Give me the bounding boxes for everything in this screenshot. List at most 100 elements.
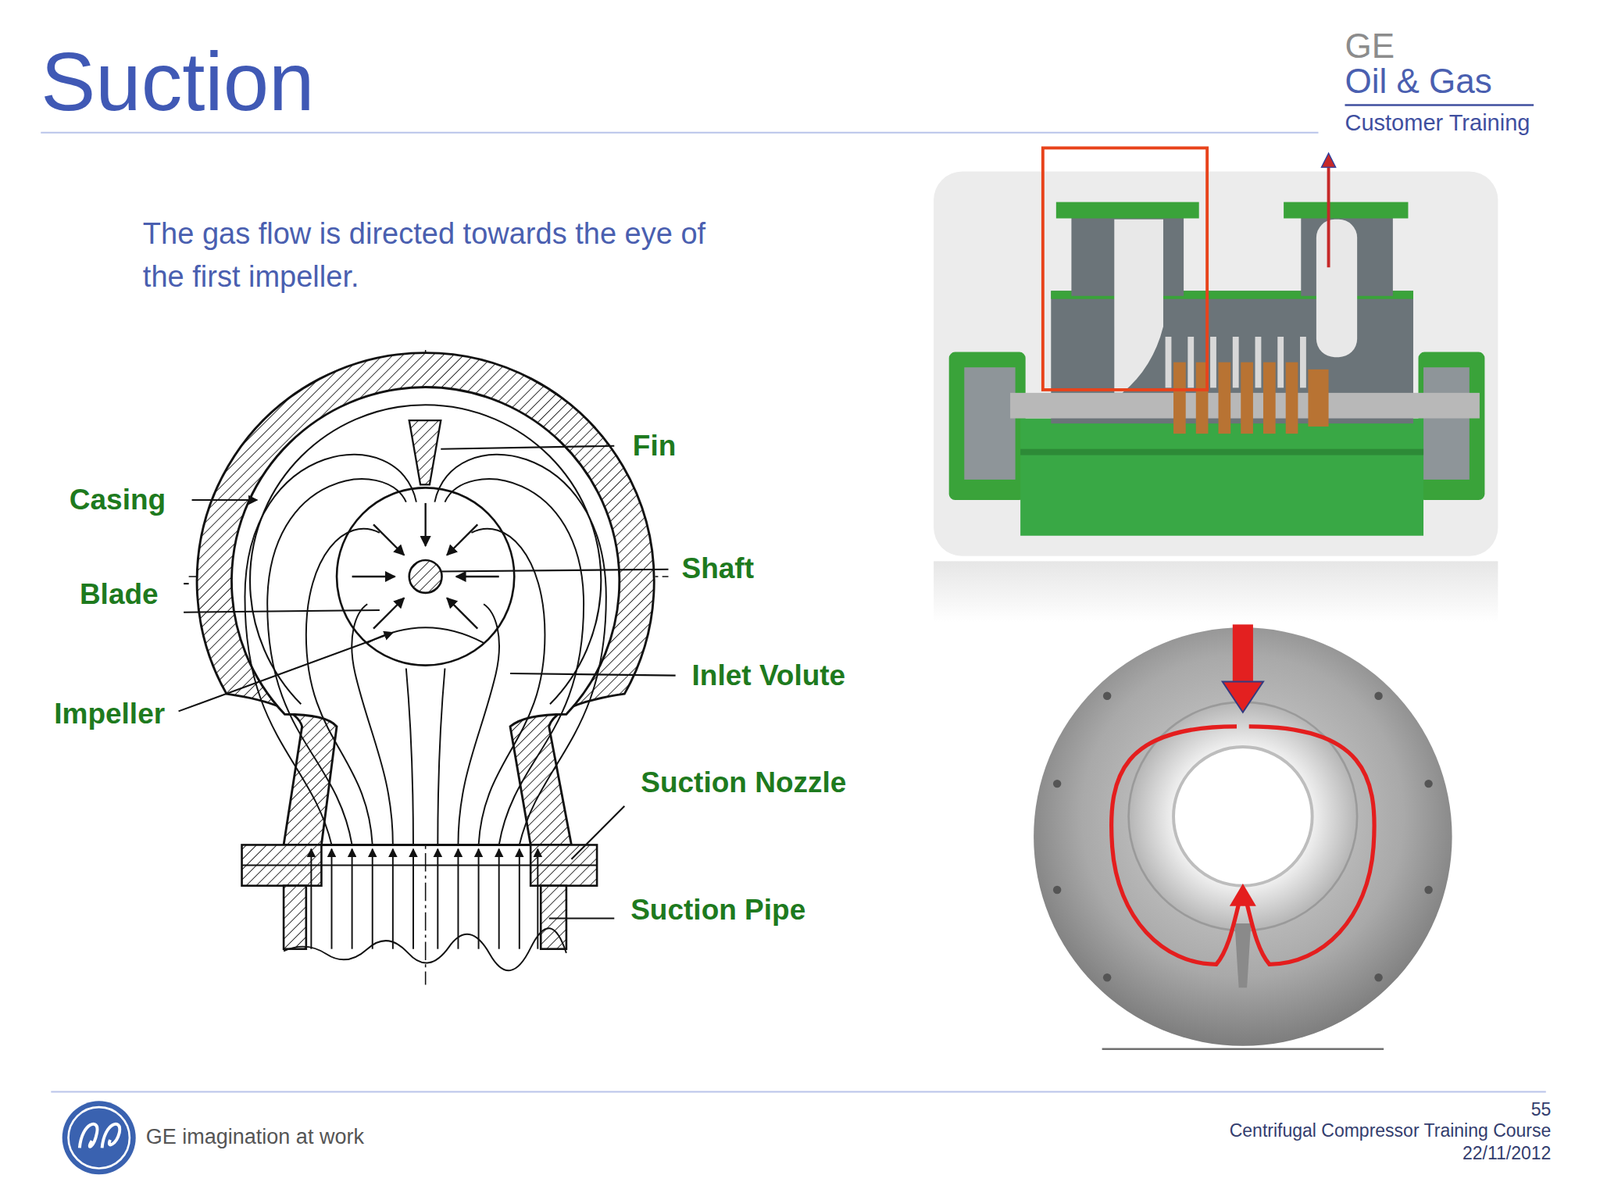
compressor-cutaway: [949, 352, 1026, 500]
flow-streamline: [498, 849, 500, 950]
compressor-cutaway: [1240, 362, 1254, 434]
flow-streamline: [478, 849, 480, 950]
compressor-cutaway: [1300, 336, 1307, 388]
compressor-cutaway: [933, 560, 1498, 622]
leader-line: [192, 499, 258, 501]
leader-line: [440, 446, 615, 450]
part-label: Impeller: [53, 697, 165, 732]
fin: [409, 420, 441, 485]
flow-streamline: [371, 849, 374, 950]
fin: [409, 420, 441, 485]
flow-streamline: [412, 849, 415, 950]
part-label: Inlet Volute: [692, 658, 847, 693]
inlet-diaphragm: [1053, 779, 1061, 788]
flange-and-pipe: [540, 885, 567, 950]
flow-streamline: [331, 849, 333, 950]
inlet-diaphragm: [1424, 885, 1433, 894]
compressor-cutaway: [1316, 219, 1358, 358]
compressor-cutaway: [1263, 362, 1276, 434]
flow-streamline: [434, 454, 606, 846]
footer-tagline: GE imagination at work: [146, 1125, 365, 1150]
compressor-cutaway: [1020, 418, 1424, 536]
inlet-diaphragm: [1102, 1047, 1384, 1050]
leader-line: [440, 569, 668, 572]
header-rule: [40, 132, 1318, 133]
compressor-cutaway: [1187, 336, 1194, 388]
brand-division: Oil & Gas: [1344, 61, 1492, 102]
compressor-cutaway: [1307, 369, 1329, 427]
ge-logo: [79, 1124, 120, 1149]
flange-and-pipe: [283, 928, 567, 971]
compressor-cutaway: [1165, 336, 1307, 388]
compressor-cutaway: [1042, 147, 1208, 390]
slide-title: Suction: [40, 40, 315, 123]
inlet-diaphragm: [1053, 885, 1061, 894]
footer-date: 22/11/2012: [1462, 1142, 1551, 1164]
flow-streamline: [437, 668, 445, 846]
impeller: [456, 575, 500, 578]
brand-name: GE: [1344, 25, 1395, 66]
inlet-diaphragm: [1374, 973, 1383, 982]
compressor-cutaway: [1165, 336, 1172, 388]
inlet-diaphragm: [1033, 627, 1453, 1047]
inlet-diaphragm: [1173, 746, 1313, 886]
inlet-diaphragm: [1234, 923, 1251, 988]
flow-streamline: [457, 849, 459, 950]
casing: [196, 353, 654, 846]
ge-logo: [68, 1107, 130, 1168]
inlet-diaphragm: [1111, 726, 1375, 965]
leader-line: [178, 446, 676, 919]
impeller: [336, 487, 515, 665]
impeller: [409, 560, 443, 593]
compressor-cutaway: [1210, 336, 1217, 388]
inlet-diaphragm: [1246, 726, 1375, 965]
leader-line: [510, 673, 676, 676]
impeller: [336, 487, 515, 665]
part-label: Casing: [69, 483, 166, 518]
part-label: Shaft: [681, 551, 754, 586]
flow-streamline: [244, 454, 606, 950]
part-label: Blade: [79, 578, 159, 612]
part-label: Suction Nozzle: [640, 766, 847, 800]
body-text: The gas flow is directed towards the eye…: [142, 211, 710, 298]
flow-streamline: [406, 668, 414, 846]
compressor-cutaway: [1173, 362, 1329, 434]
inlet-diaphragm: [1033, 624, 1453, 1049]
compressor-cutaway: [1418, 352, 1486, 500]
compressor-cutaway: [1423, 367, 1470, 480]
flow-streamline: [536, 849, 539, 950]
brand-rule: [1344, 104, 1534, 106]
flange-and-pipe: [242, 844, 598, 971]
part-label: Fin: [632, 428, 676, 463]
flow-streamline: [244, 454, 416, 846]
compressor-cutaway: [1173, 362, 1186, 434]
footer-rule: [50, 1091, 1546, 1093]
flow-streamline: [351, 849, 354, 950]
header-rule: [40, 132, 1318, 134]
inlet-diaphragm: [1374, 692, 1383, 700]
compressor-cutaway: [1283, 202, 1408, 219]
flow-streamline: [392, 849, 394, 950]
page-number: 55: [1531, 1099, 1552, 1120]
inlet-diaphragm: [1229, 883, 1257, 907]
compressor-cutaway: [964, 367, 1015, 480]
impeller: [352, 575, 396, 578]
impeller: [373, 524, 404, 555]
flow-streamline: [267, 478, 407, 845]
centre-line: [189, 350, 669, 985]
compressor-cutaway: [1255, 336, 1262, 388]
casing: [250, 404, 601, 704]
flange-and-pipe: [242, 864, 598, 867]
inlet-diaphragm: [1232, 624, 1254, 684]
compressor-cutaway: [1020, 449, 1424, 456]
impeller: [373, 597, 404, 629]
suction-cross-section: [178, 350, 676, 985]
leader-line: [571, 806, 625, 860]
compressor-cutaway: [1218, 362, 1232, 434]
compressor-cutaway: [1056, 202, 1200, 219]
compressor-cutaway: [1327, 163, 1331, 268]
inlet-diaphragm: [1033, 627, 1453, 1047]
inlet-diaphragm: [1103, 692, 1111, 700]
